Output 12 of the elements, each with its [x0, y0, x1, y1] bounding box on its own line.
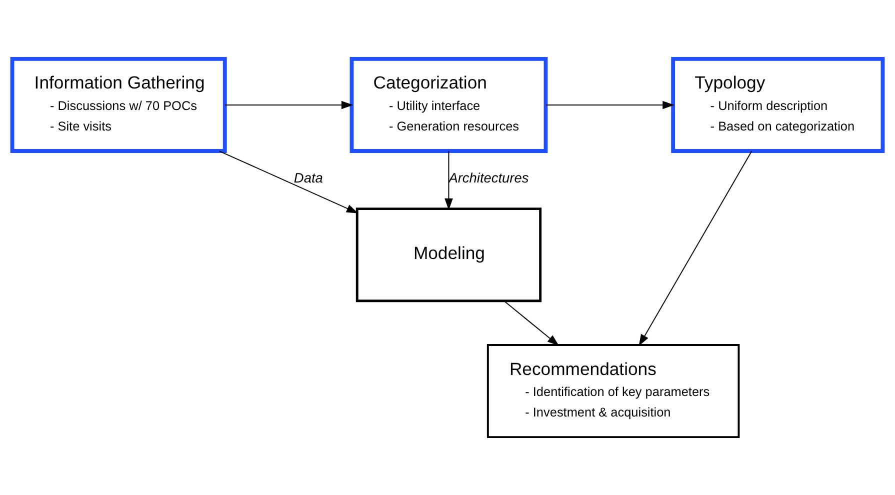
edge-label: Data: [294, 170, 323, 186]
node-box: Categorization - Utility interface - Generation resources: [350, 56, 548, 152]
arrow: [218, 150, 358, 213]
node-box: Typology - Uniform description - Based on categorization: [671, 56, 885, 152]
arrow: [224, 100, 354, 109]
node-box: Information Gathering - Discussions w/ 70 POCs - Site visits: [10, 56, 227, 152]
arrow: [545, 100, 674, 109]
node-box: Recommendations - Identification of key parameters - Investment & acquisition: [486, 344, 740, 438]
arrow: [638, 150, 752, 346]
arrow: [444, 150, 453, 210]
arrow: [504, 300, 560, 346]
node-box: Modeling: [356, 207, 542, 302]
